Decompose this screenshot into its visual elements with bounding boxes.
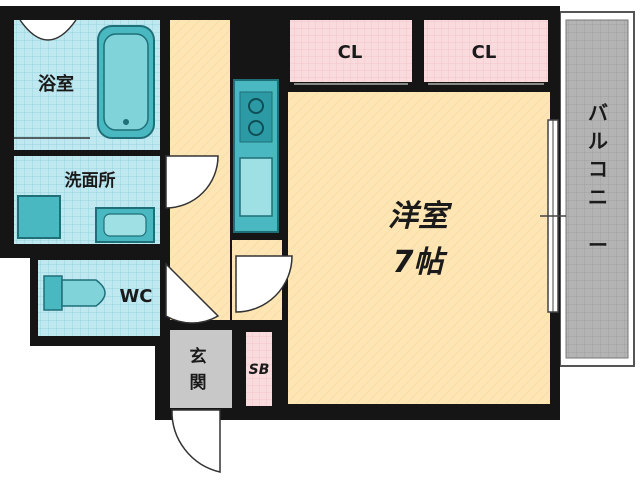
western-room-size: 7帖 xyxy=(393,245,449,280)
bath-label: 浴室 xyxy=(38,73,74,95)
western-room: 洋室 7帖 xyxy=(288,92,550,404)
washroom-label: 洗面所 xyxy=(65,170,116,191)
closet-right-label: CL xyxy=(472,42,497,63)
balcony-char: ー xyxy=(588,233,608,257)
shoe-box-label: SB xyxy=(249,362,270,378)
entrance-label-bottom: 関 xyxy=(190,373,207,393)
balcony-char: バ xyxy=(588,101,608,125)
balcony-char: コ xyxy=(588,157,608,181)
door-entrance xyxy=(171,409,221,473)
doors xyxy=(165,155,293,473)
balcony-label: バ ル コ ニ ー xyxy=(588,101,608,257)
sink-icon xyxy=(239,157,273,217)
burner-icon xyxy=(248,98,264,114)
balcony-char: ル xyxy=(588,129,608,153)
balcony-window xyxy=(540,119,566,313)
door-washroom xyxy=(165,155,219,209)
western-room-label: 洋室 xyxy=(388,199,453,234)
closets: CL CL xyxy=(290,20,548,85)
closet-left-label: CL xyxy=(338,42,363,63)
entrance: 玄 関 SB xyxy=(170,330,272,408)
washroom: 洗面所 xyxy=(14,156,160,244)
burner-icon xyxy=(248,120,264,136)
bathroom: 浴室 xyxy=(14,19,160,150)
balcony-char: ニ xyxy=(588,185,608,209)
wc: WC xyxy=(38,260,160,336)
door-western-room xyxy=(235,255,293,313)
balcony xyxy=(559,11,635,367)
kitchen xyxy=(233,79,279,233)
entrance-label-top: 玄 xyxy=(190,346,207,367)
wc-label: WC xyxy=(119,286,152,307)
door-wc xyxy=(165,262,220,324)
